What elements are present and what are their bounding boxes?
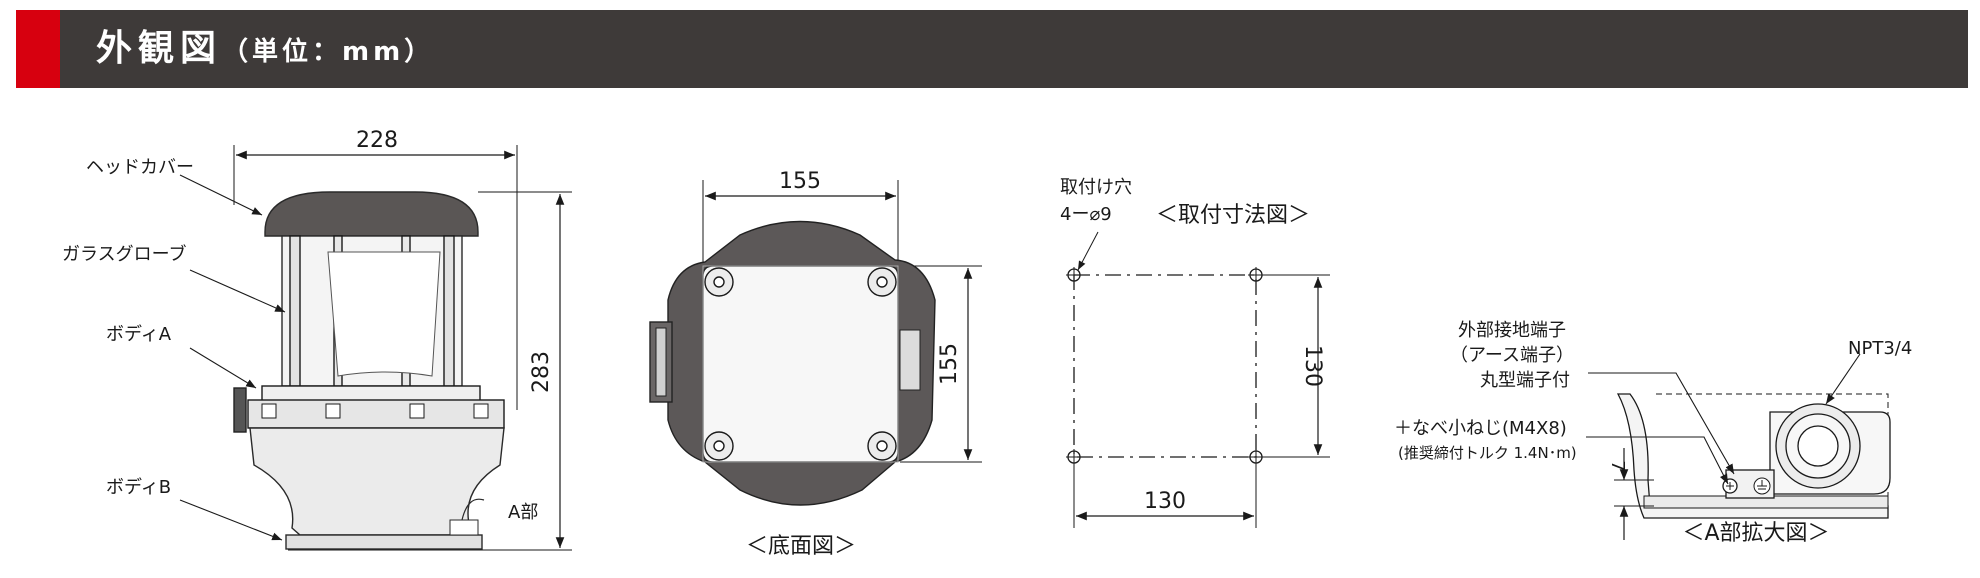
mounting-view	[1066, 231, 1330, 528]
label-terminal-1: 外部接地端子	[1458, 320, 1566, 341]
detail-view	[1586, 353, 1891, 540]
label-npt: NPT3/4	[1848, 338, 1912, 359]
bottom-width-dim: 155	[779, 169, 821, 194]
detail-dim-7: 7	[1607, 460, 1628, 471]
section-title: 外観図（単位：mm）	[96, 10, 434, 88]
mounting-view-caption: ＜取付寸法図＞	[1156, 203, 1310, 228]
head-cover-shape	[264, 191, 479, 237]
mount-holes-label: 取付け穴	[1060, 177, 1132, 198]
bottom-height-dim: 155	[937, 343, 962, 385]
section-header: 外観図（単位：mm）	[16, 10, 1968, 88]
mount-holes-size: 4ー⌀9	[1060, 204, 1112, 225]
section-title-text: 外観図	[96, 28, 223, 69]
mount-width-dim: 130	[1144, 489, 1186, 514]
label-body-b: ボディB	[106, 477, 171, 498]
side-height-dim: 283	[529, 351, 554, 393]
mount-height-dim: 130	[1300, 345, 1325, 387]
label-terminal-2: （アース端子）	[1450, 345, 1574, 366]
header-accent-bar	[16, 10, 60, 88]
side-width-dim: 228	[356, 128, 398, 153]
bottom-view	[649, 180, 982, 506]
detail-view-caption: ＜A部拡大図＞	[1682, 521, 1829, 546]
label-screw: ＋なべ小ねじ(M4X8)	[1394, 418, 1567, 439]
unit-label: （単位：mm）	[222, 37, 435, 67]
label-terminal-3: 丸型端子付	[1480, 370, 1570, 391]
label-glass-globe: ガラスグローブ	[62, 243, 187, 265]
bottom-view-caption: ＜底面図＞	[746, 534, 856, 559]
label-body-a: ボディA	[106, 324, 172, 345]
label-torque: (推奨締付トルク 1.4N･m)	[1398, 444, 1577, 462]
side-view	[179, 145, 572, 551]
label-head-cover: ヘッドカバー	[86, 157, 194, 178]
label-part-a: A部	[508, 502, 538, 523]
